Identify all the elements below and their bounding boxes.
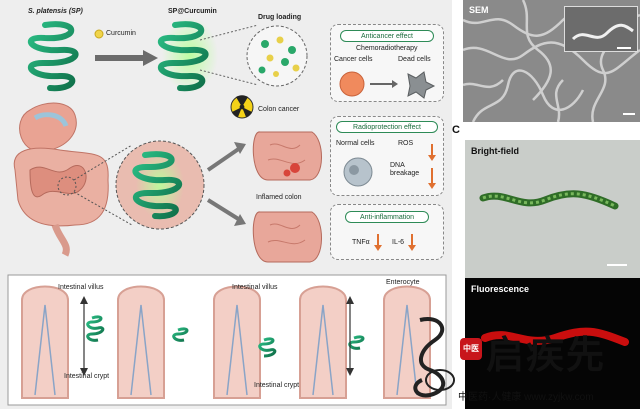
crypt-left-label: Intestinal crypt (64, 373, 109, 380)
spirulina-icon (31, 24, 76, 88)
radioprotection-drawing (330, 130, 444, 196)
colon-cancer-label: Colon cancer (258, 106, 299, 113)
bright-field-label: Bright-field (471, 146, 519, 156)
inflamed-colon-icon (253, 212, 321, 262)
watermark-title: 启疾先 (486, 324, 606, 379)
anticancer-drawing (330, 60, 444, 100)
anti-inflammation-title: Anti-inflammation (345, 211, 429, 223)
digestive-tract-icon (14, 103, 108, 255)
sem-inset (564, 6, 638, 52)
sem-image: SEM (463, 0, 640, 122)
inflamed-colon-label: Inflamed colon (256, 194, 302, 201)
bright-field-image: Bright-field (465, 140, 640, 278)
villus-right-label: Intestinal villus (232, 284, 278, 291)
bright-field-filament-drawing (465, 140, 640, 278)
panel-c-letter: C (452, 124, 460, 136)
cancer-cell-icon (340, 72, 364, 96)
curcumin-dot (95, 30, 103, 38)
watermark-footer: 中医药·人健康 www.zyjkw.com (458, 388, 594, 403)
sem-scale-bar (623, 113, 635, 115)
dead-cell-icon (408, 72, 434, 98)
sem-label: SEM (469, 5, 489, 15)
radiation-icon (231, 95, 253, 118)
chemoradiotherapy-label: Chemoradiotherapy (356, 45, 417, 52)
crypt-right-label: Intestinal crypt (254, 382, 299, 389)
drug-loading-circle (247, 26, 307, 86)
watermark: 中医 启疾先 中医药·人健康 www.zyjkw.com (400, 310, 640, 409)
anticancer-title: Anticancer effect (340, 30, 434, 42)
villus-left-label: Intestinal villus (58, 284, 104, 291)
colon-cancer-icon (253, 132, 321, 180)
anti-inflammation-drawing (330, 228, 444, 258)
seal-stamp: 中医 (460, 338, 482, 360)
enterocyte-label: Enterocyte (386, 279, 419, 286)
